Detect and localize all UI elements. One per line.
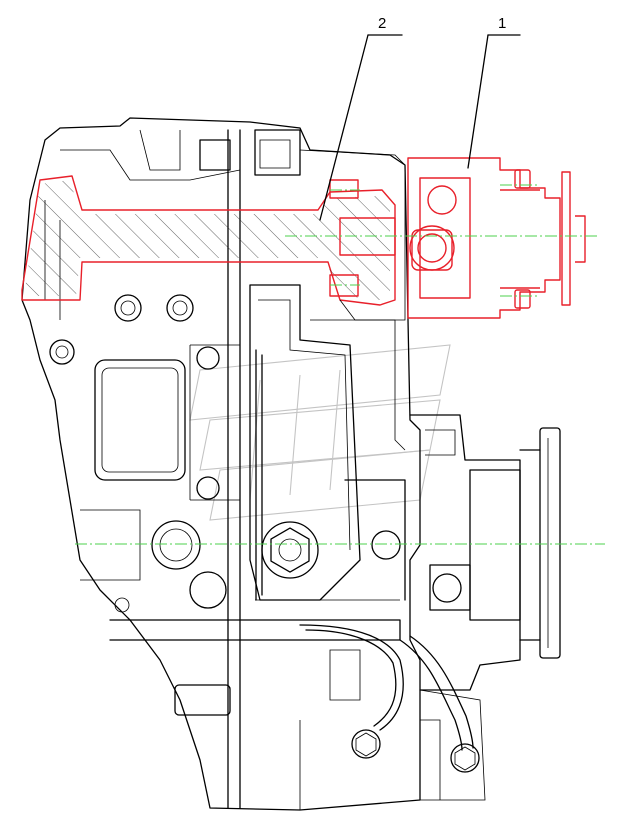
wiring-harness — [299, 624, 480, 810]
callout-1-label: 1 — [498, 15, 506, 32]
right-housing — [409, 414, 561, 801]
callout-1: 1 — [467, 15, 521, 169]
centerlines — [75, 184, 605, 545]
callout-2-label: 2 — [378, 15, 386, 32]
highlighted-shaft-part-2 — [21, 149, 406, 321]
callout-2: 2 — [319, 15, 403, 221]
center-section — [109, 284, 406, 641]
watermark-logo — [189, 344, 451, 521]
highlighted-pump-part-1 — [407, 157, 586, 319]
